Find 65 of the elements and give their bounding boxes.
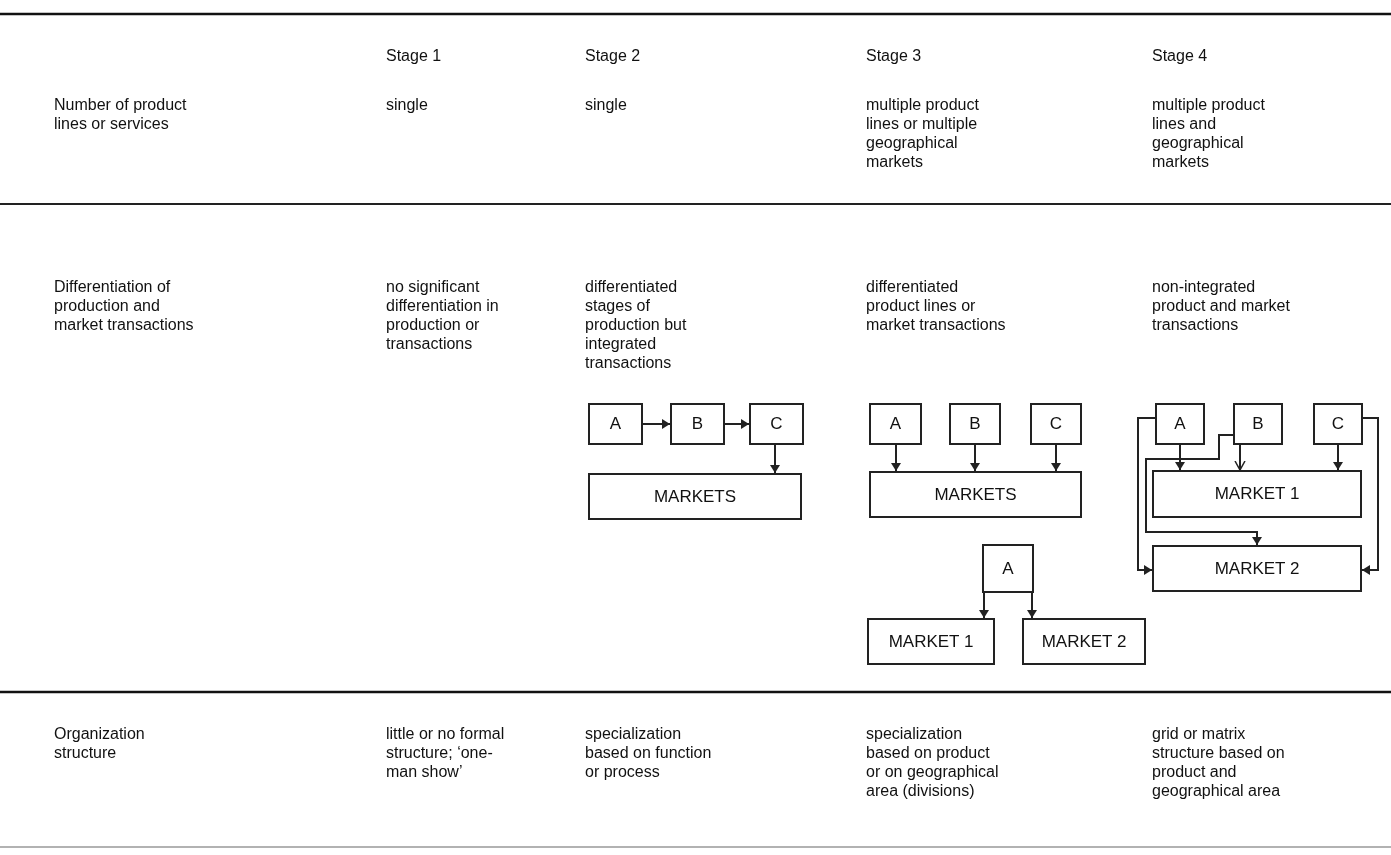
arrow [1333,444,1343,471]
box-label: MARKETS [653,486,737,507]
box-label: MARKETS [934,484,1017,505]
column-header: Stage 4 [1152,46,1209,65]
process-box [588,403,643,445]
process-box [1233,403,1283,445]
process-box [869,403,922,445]
table-cell-text: multiple product lines and geographical markets [1152,95,1266,171]
box-label: MARKET 1 [1214,484,1300,504]
box-label: B [969,414,981,434]
box-label: A [889,414,902,434]
column-header: Stage 1 [386,46,443,65]
table-cell-text: grid or matrix structure based on product and geographical area [1152,724,1286,800]
arrow [1137,417,1156,575]
box-label: C [1049,414,1063,434]
table-cell-text: differentiated stages of production but integrated transactions [585,277,688,372]
process-box [1152,470,1362,518]
process-box [949,403,1001,445]
process-box [1022,618,1146,665]
arrow [1234,444,1246,471]
process-box [1155,403,1205,445]
table-cell: differentiated product lines or market transactions [866,277,1006,334]
table-cell-text: specialization based on function or process [585,724,713,781]
box-label: B [691,414,704,434]
row-header: Differentiation of production and market transactions [54,277,195,334]
process-box [1313,403,1363,445]
process-box [869,471,1082,518]
box-label: B [1252,414,1264,434]
row-header: Organization structure [54,724,146,762]
arrow [970,444,980,472]
column-header: Stage 3 [866,46,923,65]
arrow [979,592,989,619]
arrow [1145,434,1262,546]
table-cell-text: single [386,95,429,114]
box-label: C [1331,414,1345,434]
process-box [1030,403,1082,445]
arrow [1051,444,1061,472]
arrow [1175,444,1185,471]
process-box [1152,545,1362,592]
column-header: Stage 2 [585,46,642,65]
table-cell-text: no significant differentiation in production or transactions [386,277,500,353]
process-box [588,473,802,520]
box-label: A [609,414,622,434]
table-cell-text: little or no formal structure; ‘one-man show’ [386,724,506,781]
table-cell-text: multiple product lines or multiple geographical markets [866,95,980,171]
row-header: Number of product lines or services [54,95,188,133]
table-cell-text: specialization based on product or on geographical area (divisions) [866,724,1000,800]
arrow [724,419,750,429]
box-label: C [770,414,783,434]
box-label: A [1002,558,1014,579]
arrow [1361,417,1379,575]
box-label: A [1174,414,1186,434]
table-cell: non-integrated product and market transactions [1152,277,1290,334]
box-label: MARKET 1 [888,631,974,652]
process-box [867,618,995,665]
box-label: MARKET 2 [1214,558,1300,579]
arrow [1027,592,1037,619]
arrow [642,419,671,429]
process-box [749,403,804,445]
box-label: MARKET 2 [1041,631,1127,652]
arrow [770,444,780,474]
process-box [670,403,725,445]
arrow [891,444,901,472]
process-box [982,544,1034,593]
table-cell-text: single [585,95,628,114]
